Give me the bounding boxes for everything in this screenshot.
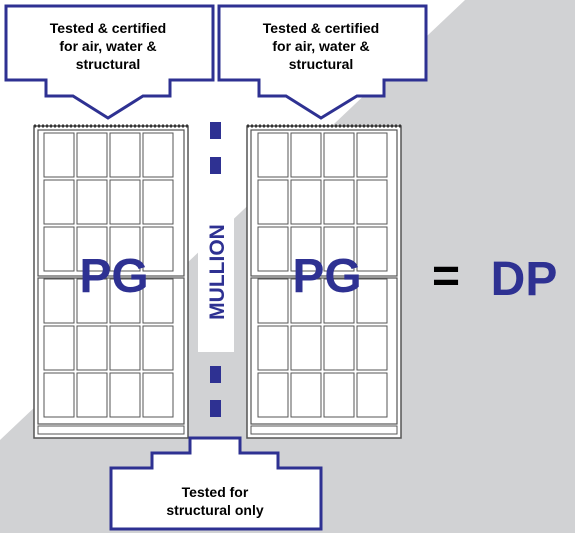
glass-pane: [257, 132, 289, 178]
callout-right-box: [217, 4, 428, 120]
glass-pane: [323, 278, 355, 324]
glass-pane: [356, 325, 388, 371]
window-right-upper-sash: [250, 129, 398, 277]
glass-pane: [257, 226, 289, 272]
mullion-dash: [210, 366, 221, 383]
result-label: DP: [491, 253, 558, 306]
glass-pane: [109, 132, 141, 178]
window-left-panes: [43, 132, 174, 418]
glass-pane: [109, 372, 141, 418]
glass-pane: [356, 372, 388, 418]
window-right-panes: [257, 132, 388, 418]
glass-pane: [109, 325, 141, 371]
callout-left-box: [4, 4, 215, 120]
glass-pane: [323, 132, 355, 178]
glass-pane: [290, 325, 322, 371]
glass-pane: [76, 372, 108, 418]
glass-pane: [109, 278, 141, 324]
glass-pane: [356, 226, 388, 272]
glass-pane: [109, 226, 141, 272]
glass-pane: [257, 372, 289, 418]
window-left-upper-sash: [37, 129, 185, 277]
glass-pane: [142, 325, 174, 371]
mullion-dash: [210, 400, 221, 417]
glass-pane: [76, 226, 108, 272]
glass-pane: [43, 372, 75, 418]
window-right-lower-sash: [250, 277, 398, 425]
callout-bottom-box: [109, 436, 323, 531]
window-right: PG: [246, 124, 402, 439]
glass-pane: [76, 278, 108, 324]
glass-pane: [323, 372, 355, 418]
window-right-label: PG: [292, 250, 361, 303]
window-right-sill: [250, 425, 398, 435]
glass-pane: [257, 179, 289, 225]
callout-right-line-2: for air, water &: [272, 38, 369, 54]
mullion-dash: [210, 122, 221, 139]
equals-sign: =: [432, 250, 460, 303]
glass-pane: [323, 325, 355, 371]
glass-pane: [290, 372, 322, 418]
glass-pane: [43, 278, 75, 324]
callout-bottom-line-2: structural only: [166, 502, 263, 518]
callout-left-line-1: Tested & certified: [50, 20, 166, 36]
callout-left-line-3: structural: [76, 56, 141, 72]
window-left-label: PG: [79, 250, 148, 303]
glass-pane: [142, 372, 174, 418]
mullion: MULLION: [198, 122, 234, 417]
glass-pane: [109, 179, 141, 225]
glass-pane: [323, 179, 355, 225]
glass-pane: [356, 278, 388, 324]
callout-bottom: Tested for structural only: [109, 436, 323, 531]
glass-pane: [290, 179, 322, 225]
window-left-lower-sash: [37, 277, 185, 425]
glass-pane: [76, 325, 108, 371]
glass-pane: [142, 132, 174, 178]
callout-left-line-2: for air, water &: [59, 38, 156, 54]
glass-pane: [290, 278, 322, 324]
mullion-label-bg: [198, 192, 234, 352]
glass-pane: [142, 278, 174, 324]
glass-pane: [43, 325, 75, 371]
glass-pane: [43, 132, 75, 178]
mullion-dash: [210, 157, 221, 174]
mullion-label: MULLION: [206, 224, 229, 320]
callout-bottom-line-1: Tested for: [182, 484, 249, 500]
glass-pane: [356, 132, 388, 178]
glass-pane: [142, 179, 174, 225]
glass-pane: [356, 179, 388, 225]
glass-pane: [290, 226, 322, 272]
window-left: PG: [33, 124, 189, 439]
callout-right: Tested & certified for air, water & stru…: [217, 4, 428, 120]
glass-pane: [43, 179, 75, 225]
callout-left: Tested & certified for air, water & stru…: [4, 4, 215, 120]
glass-pane: [76, 132, 108, 178]
glass-pane: [323, 226, 355, 272]
glass-pane: [257, 278, 289, 324]
callout-right-line-3: structural: [289, 56, 354, 72]
glass-pane: [76, 179, 108, 225]
glass-pane: [142, 226, 174, 272]
glass-pane: [290, 132, 322, 178]
glass-pane: [257, 325, 289, 371]
window-left-sill: [37, 425, 185, 435]
glass-pane: [43, 226, 75, 272]
callout-right-line-1: Tested & certified: [263, 20, 379, 36]
